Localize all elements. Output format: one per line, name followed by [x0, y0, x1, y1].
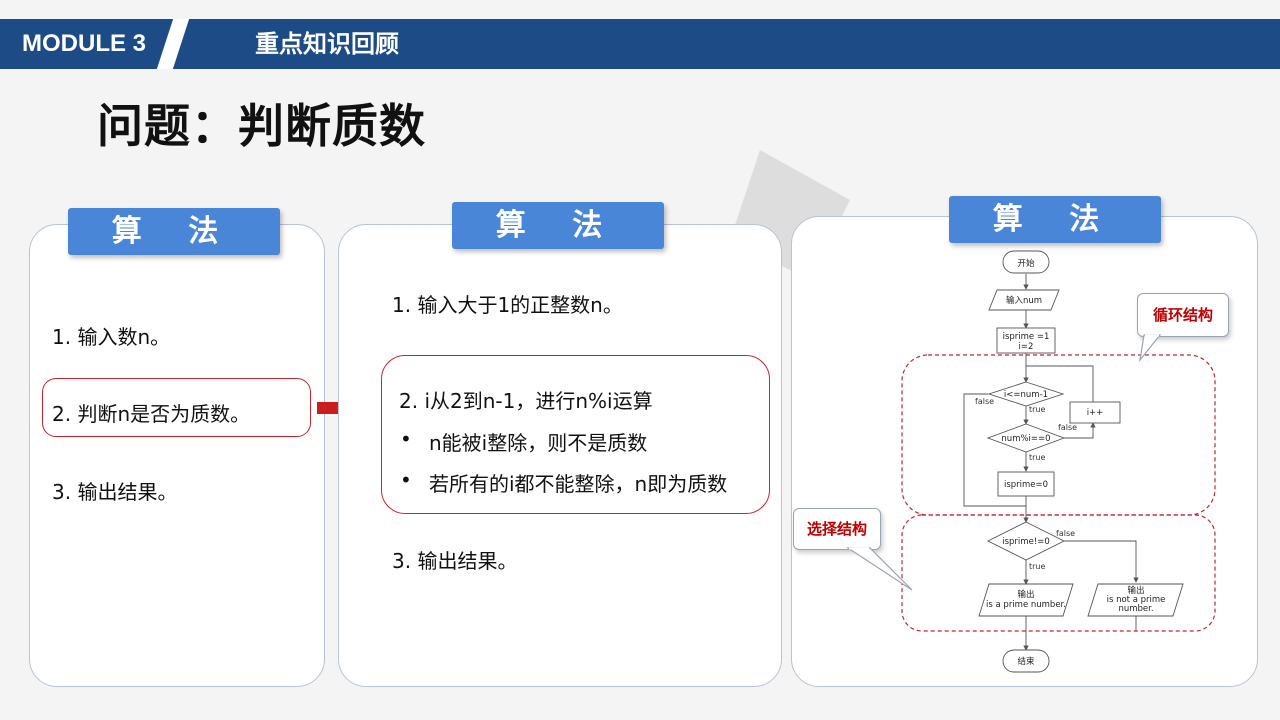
output-not-label-3: number. [1118, 604, 1153, 614]
false-label: false [1058, 423, 1077, 432]
callout-selection-pointer [845, 547, 913, 591]
panel1-highlight-box [42, 378, 311, 437]
false-label: false [1056, 529, 1075, 538]
bullet-mark: • [400, 468, 412, 492]
panel2-bullet-1: n能被i整除，则不是质数 [429, 431, 648, 455]
panel2-tag: 算 法 [452, 202, 664, 249]
output-prime-label-1: 输出 [1017, 589, 1034, 600]
panel1-step-1: 1. 输入数n。 [52, 325, 171, 349]
bullet-mark: • [400, 427, 412, 451]
init-label-1: isprime =1 [1003, 332, 1050, 342]
loop-condition-label: i<=num-1 [1004, 390, 1048, 400]
page-title: 问题：判断质数 [97, 99, 426, 153]
init-label-2: i=2 [1019, 342, 1034, 352]
output-prime-node [978, 583, 1074, 617]
output-not-label-1: 输出 [1127, 585, 1144, 596]
loop-condition-node [987, 381, 1065, 407]
false-label: false [975, 397, 994, 406]
end-node [1002, 649, 1050, 673]
panel2-highlight-box [381, 355, 770, 514]
header-bar [0, 19, 1280, 69]
header-title: 重点知识回顾 [255, 30, 399, 58]
flowchart: 开始 输入num isprime =1 i=2 i<=num-1 i++ num… [901, 250, 1216, 673]
output-not-label-2: is not a prime [1107, 595, 1166, 605]
start-node [1002, 250, 1050, 274]
increment-label: i++ [1087, 408, 1104, 418]
end-label: 结束 [1017, 656, 1035, 667]
panel1-step-2: 2. 判断n是否为质数。 [52, 402, 251, 426]
prime-condition-label: isprime!=0 [1002, 537, 1050, 547]
panel3-tag: 算 法 [949, 196, 1161, 243]
output-not-prime-node [1087, 583, 1184, 617]
panel-simple-algorithm [29, 224, 325, 687]
loop-region [901, 354, 1216, 516]
panel2-step-3: 3. 输出结果。 [392, 549, 518, 573]
start-label: 开始 [1017, 258, 1035, 269]
panel1-step-3: 3. 输出结果。 [52, 480, 178, 504]
callout-loop-structure: 循环结构 [1137, 293, 1229, 337]
true-label: true [1029, 562, 1045, 571]
input-label: 输入num [1006, 295, 1042, 306]
output-prime-label-2: is a prime number. [986, 600, 1066, 610]
callout-loop-pointer [1139, 334, 1162, 362]
true-label: true [1029, 453, 1045, 462]
panel2-step-2: 2. i从2到n-1，进行n%i运算 [399, 389, 653, 413]
mod-condition-node [986, 423, 1066, 453]
callout-selection-structure: 选择结构 [793, 508, 881, 550]
input-node [988, 289, 1060, 311]
panel2-bullet-2: 若所有的i都不能整除，n即为质数 [429, 472, 728, 496]
true-label: true [1029, 405, 1045, 414]
set-zero-label: isprime=0 [1004, 480, 1048, 490]
module-label: MODULE 3 [0, 19, 185, 69]
selection-region [901, 514, 1216, 632]
prime-condition-node [986, 521, 1066, 561]
panel-detailed-algorithm [338, 224, 782, 687]
panel2-step-1: 1. 输入大于1的正整数n。 [392, 293, 623, 317]
panel1-tag: 算 法 [68, 208, 280, 255]
mod-condition-label: num%i==0 [1001, 434, 1050, 444]
increment-node [1069, 401, 1121, 424]
init-node [996, 327, 1056, 354]
set-zero-node [997, 471, 1055, 497]
